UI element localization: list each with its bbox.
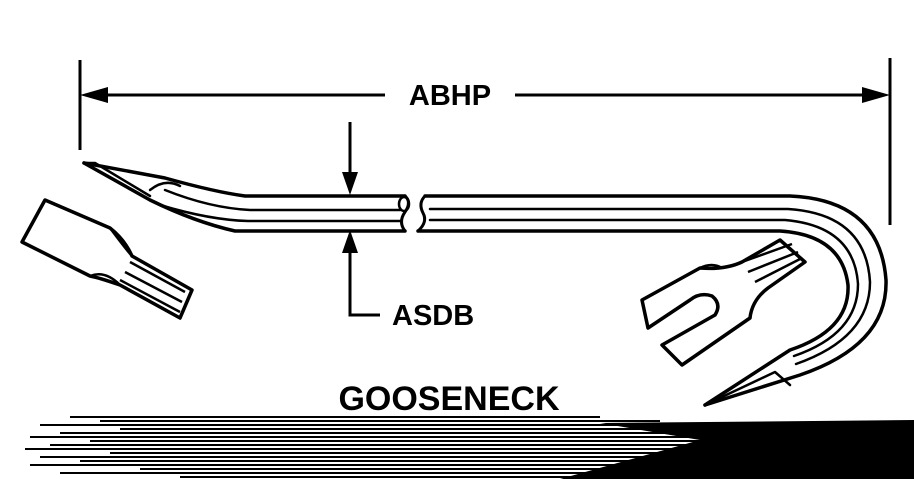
chisel-end-line-3 — [119, 278, 181, 314]
gooseneck-tip-facet — [703, 370, 792, 407]
gooseneck-title: GOOSENECK — [338, 380, 559, 418]
bar-left-highlight-2 — [158, 203, 402, 223]
bar-break-right — [416, 194, 427, 233]
top-diameter-arrowhead — [342, 172, 358, 195]
chisel-end-outline — [20, 198, 194, 320]
claw-end-outline — [640, 238, 807, 367]
claw-end-line-3 — [754, 256, 803, 284]
gooseneck-highlight-2 — [428, 218, 860, 358]
bar-left-bottom-edge — [82, 161, 407, 233]
bottom-diameter-arrowhead — [342, 230, 358, 253]
gooseneck-bar — [82, 161, 888, 407]
ground-shadow-solid — [560, 420, 914, 479]
gooseneck-highlight-1 — [428, 207, 872, 366]
abhp-label: ABHP — [409, 80, 491, 112]
gooseneck-outer-edge — [423, 194, 888, 407]
chisel-end-shoulder — [109, 227, 133, 257]
claw-end-line-1 — [741, 242, 793, 264]
claw-end-line-2 — [747, 250, 799, 274]
left-tip-bevel — [148, 181, 182, 192]
left-arrowhead — [80, 87, 108, 103]
claw-end-detail — [640, 238, 807, 367]
chisel-end-line-2 — [124, 270, 183, 304]
right-arrowhead — [862, 87, 890, 103]
bar-left-top-edge — [82, 161, 407, 198]
bar-left-highlight-1 — [163, 188, 402, 212]
claw-end-bevel — [699, 263, 723, 270]
overall-length-dimension — [78, 58, 892, 225]
bar-break-left-oval — [397, 195, 411, 213]
left-tip-facet — [82, 161, 152, 198]
bottom-leader-line — [348, 248, 380, 317]
chisel-end-line-1 — [129, 260, 186, 294]
gooseneck-inner-edge — [416, 229, 850, 407]
chisel-end-detail — [20, 198, 194, 320]
bar-diameter-dimension — [348, 122, 380, 317]
chisel-end-bevel — [89, 273, 121, 286]
asdb-label: ASDB — [392, 300, 474, 332]
